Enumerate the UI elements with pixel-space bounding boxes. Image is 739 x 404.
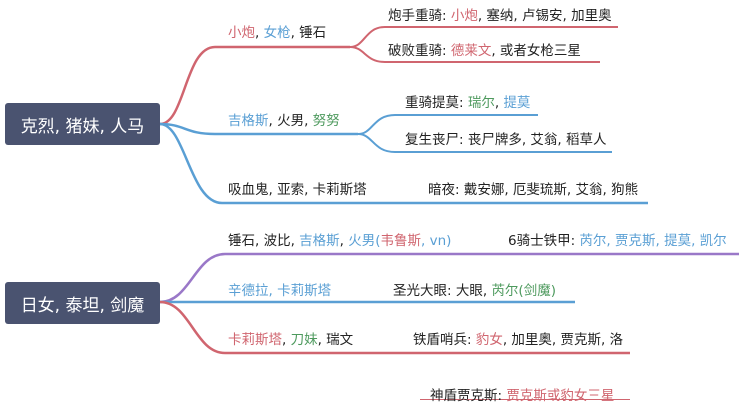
topic-text-segment: 锤石, 波比, [228,233,300,249]
topic-text-segment: 小炮 [450,8,478,24]
branch-line-a2-2 [357,133,612,153]
branch-line-a1-1 [349,26,618,48]
root-node-1-label: 克烈, 猪妹, 人马 [20,116,145,137]
topic-text-segment: , 锤石 [290,25,327,41]
topic-text-segment: 卡莉斯塔 [228,332,282,348]
topic-text-segment: 努努 [312,113,340,129]
topic-text-segment: 炮手重骑: [388,8,451,24]
topic-text-segment: , [339,233,349,249]
topic-text-segment: 6骑士铁甲: [508,233,580,249]
topic-text-segment: , vn) [421,233,452,249]
topic-text-segment: 吸血鬼, 亚索, 卡莉斯塔 [228,182,367,198]
topic-text-segment: 神盾贾克斯: [430,388,507,404]
topic-text-segment: , 瑞文 [317,332,354,348]
topic-text-segment: 暗夜: 戴安娜, 厄斐琉斯, 艾翁, 狗熊 [428,182,639,198]
topic-a3[interactable]: 吸血鬼, 亚索, 卡莉斯塔 [228,182,367,198]
topic-text-segment: 芮尔(剑魔) [491,283,556,299]
branch-line-b1 [159,252,739,304]
topic-text-segment: , [282,332,291,348]
topic-text-segment: , 塞纳, 卢锡安, 加里奥 [477,8,612,24]
topic-a3-1[interactable]: 暗夜: 戴安娜, 厄斐琉斯, 艾翁, 狗熊 [428,182,638,198]
topic-b3[interactable]: 卡莉斯塔, 刀妹, 瑞文 [228,332,353,348]
topic-text-segment: , 火男, [268,113,313,129]
topic-text-segment: 破败重骑: [388,43,451,59]
topic-text-segment: 德莱文 [450,43,492,59]
topic-text-segment: 吉格斯 [228,113,269,129]
topic-text-segment: 瑞尔 [467,95,495,111]
topic-text-segment: 女枪 [263,25,291,41]
topic-a1-1[interactable]: 炮手重骑: 小炮, 塞纳, 卢锡安, 加里奥 [388,8,612,24]
topic-text-segment: 重骑提莫: [405,95,468,111]
topic-a2[interactable]: 吉格斯, 火男, 努努 [228,113,340,129]
branch-line-a3 [159,122,648,205]
topic-b2-1[interactable]: 圣光大眼: 大眼, 芮尔(剑魔) [393,283,556,299]
topic-b4-1[interactable]: 神盾贾克斯: 贾克斯或豹女三星 [430,388,614,404]
topic-text-segment: , 或者女枪三星 [491,43,581,59]
topic-text-segment: 铁盾哨兵: [413,332,476,348]
topic-text-segment: 吉格斯 [299,233,340,249]
topic-b1-1[interactable]: 6骑士铁甲: 芮尔, 贾克斯, 提莫, 凯尔 [508,233,727,249]
topic-text-segment: , 加里奥, 贾克斯, 洛 [502,332,624,348]
topic-b3-1[interactable]: 铁盾哨兵: 豹女, 加里奥, 贾克斯, 洛 [413,332,623,348]
topic-b2[interactable]: 辛德拉, 卡莉斯塔 [228,283,331,299]
topic-text-segment: 辛德拉, 卡莉斯塔 [228,283,332,299]
topic-text-segment: 圣光大眼: 大眼, [393,283,492,299]
branch-line-b3 [159,300,630,355]
topic-text-segment: , [494,95,504,111]
topic-text-segment: 豹女 [475,332,503,348]
branch-line-a2 [159,122,358,136]
branch-line-a1 [159,45,350,126]
branch-line-a1-2 [349,46,600,63]
topic-text-segment: 贾克斯或豹女三星 [506,388,615,404]
topic-text-segment: 复生丧尸: 丧尸牌多, 艾翁, 稻草人 [405,132,607,148]
topic-text-segment: 韦鲁斯 [380,233,422,249]
topic-b1[interactable]: 锤石, 波比, 吉格斯, 火男(韦鲁斯, vn) [228,233,451,249]
topic-text-segment: 小炮 [228,25,255,41]
topic-text-segment: 刀妹 [290,332,318,348]
root-node-1[interactable]: 克烈, 猪妹, 人马 [5,103,160,145]
topic-a2-1[interactable]: 重骑提莫: 瑞尔, 提莫 [405,95,530,111]
topic-a2-2[interactable]: 复生丧尸: 丧尸牌多, 艾翁, 稻草人 [405,132,607,148]
topic-text-segment: 火男( [348,233,381,249]
branch-line-a2-1 [357,114,538,135]
topic-text-segment: 提莫 [503,95,531,111]
topic-a1-2[interactable]: 破败重骑: 德莱文, 或者女枪三星 [388,43,581,59]
topic-text-segment: , [255,25,264,41]
topic-a1[interactable]: 小炮, 女枪, 锤石 [228,25,326,41]
root-node-2[interactable]: 日女, 泰坦, 剑魔 [5,282,160,324]
topic-text-segment: 芮尔, 贾克斯, 提莫, 凯尔 [579,233,727,249]
root-node-2-label: 日女, 泰坦, 剑魔 [20,295,145,316]
